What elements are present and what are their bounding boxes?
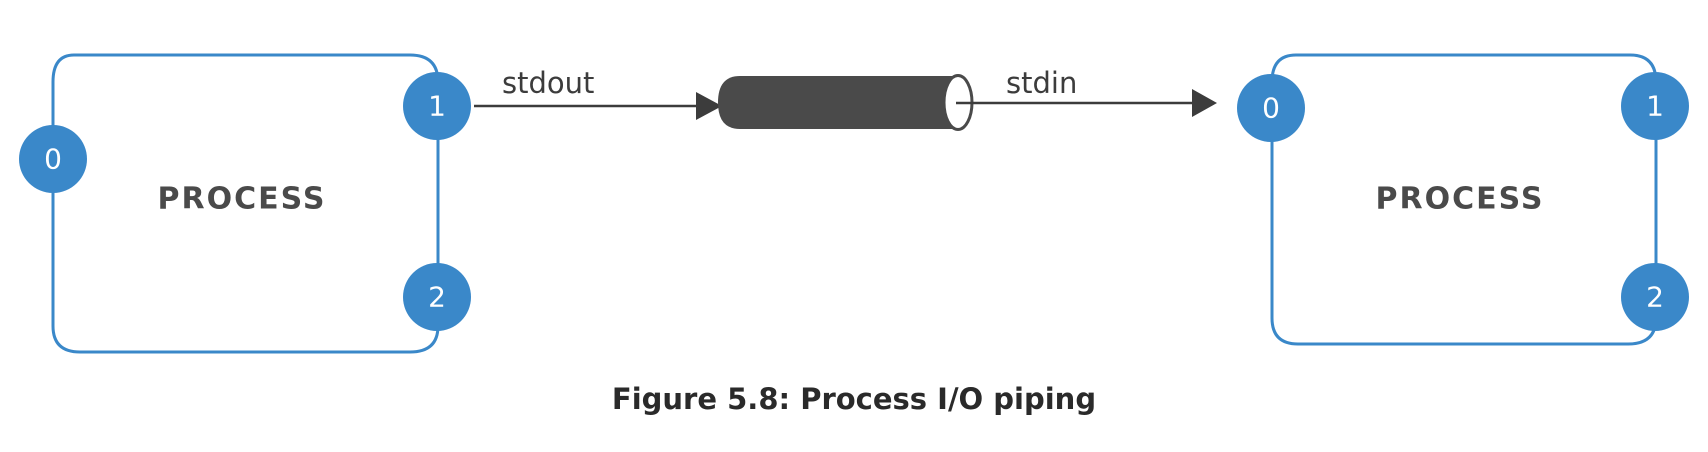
left-process-box (51, 53, 440, 354)
svg-text:1: 1 (428, 90, 446, 123)
right-stdin-fd: 0 (1237, 74, 1305, 142)
left-stdout-fd: 1 (403, 72, 471, 140)
stdin-label: stdin (1006, 66, 1077, 100)
pipe (718, 74, 974, 131)
stdin-arrow (956, 89, 1217, 117)
left-stderr-fd: 2 (403, 263, 471, 331)
svg-text:2: 2 (428, 281, 446, 314)
stdout-label: stdout (502, 66, 594, 100)
right-stdout-fd: 1 (1621, 72, 1689, 140)
left-process: PROCESS 0 1 2 (19, 53, 471, 354)
svg-text:0: 0 (44, 143, 62, 176)
right-stderr-fd: 2 (1621, 263, 1689, 331)
right-process-box (1270, 53, 1658, 346)
right-process-label: PROCESS (1376, 182, 1545, 217)
figure-caption: Figure 5.8: Process I/O piping (611, 382, 1097, 416)
svg-text:1: 1 (1646, 90, 1664, 123)
svg-text:0: 0 (1262, 92, 1280, 125)
right-process: PROCESS 0 1 2 (1237, 53, 1689, 346)
svg-text:2: 2 (1646, 281, 1664, 314)
left-stdin-fd: 0 (19, 125, 87, 193)
stdout-arrow (474, 92, 722, 120)
left-process-label: PROCESS (158, 182, 327, 217)
